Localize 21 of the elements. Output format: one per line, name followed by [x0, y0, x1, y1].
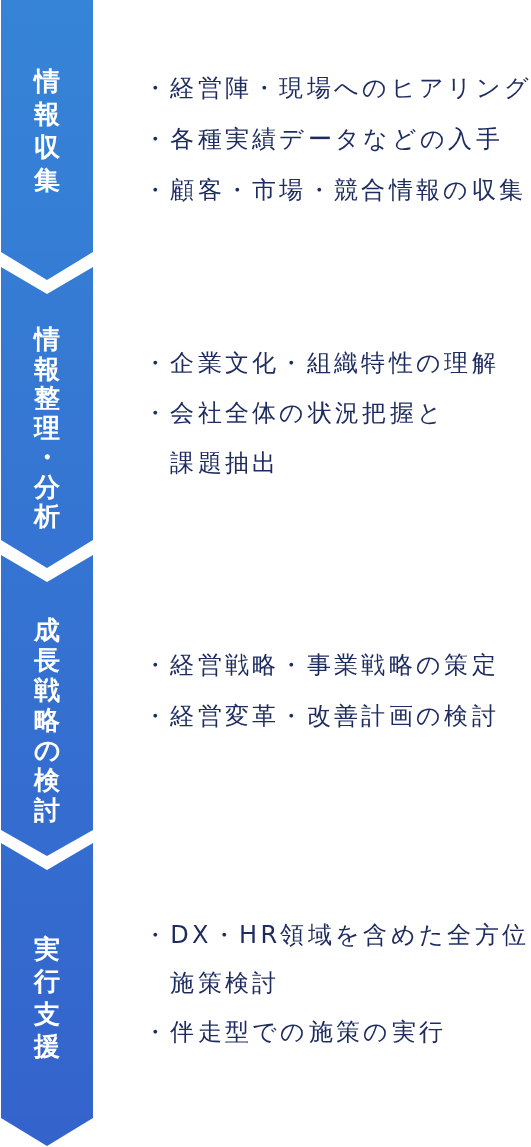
bullet-point: ・DX・HR領域を含めた全方位施策検討: [143, 919, 531, 1000]
bullet-point: ・伴走型での施策の実行: [143, 1016, 448, 1048]
bullet-point: ・企業文化・組織特性の理解: [143, 348, 499, 379]
chevron-arrow: [1, 252, 93, 280]
step-band: [1, 555, 93, 830]
step-band: [1, 267, 93, 540]
bullet-point: ・経営戦略・事業戦略の策定: [143, 649, 499, 681]
step-title: 成長戦略の検討: [34, 615, 60, 825]
bullet-point: ・顧客・市場・競合情報の収集: [143, 174, 528, 206]
step-title: 情報整理・分析: [34, 324, 60, 532]
bullet-point: ・経営変革・改善計画の検討: [143, 700, 499, 732]
chevron-arrow: [1, 540, 93, 568]
bullet-point: ・会社全体の状況把握と課題抽出: [143, 398, 447, 479]
chevron-arrow: [1, 1118, 93, 1146]
step-band: [1, 0, 93, 252]
bullet-point: ・経営陣・現場へのヒアリング: [143, 72, 531, 104]
step-band: [1, 843, 93, 1118]
step-title: 実行支援: [34, 933, 60, 1063]
step-title: 情報収集: [34, 65, 60, 197]
bullet-point: ・各種実績データなどの入手: [143, 123, 504, 155]
chevron-arrow: [1, 830, 93, 856]
